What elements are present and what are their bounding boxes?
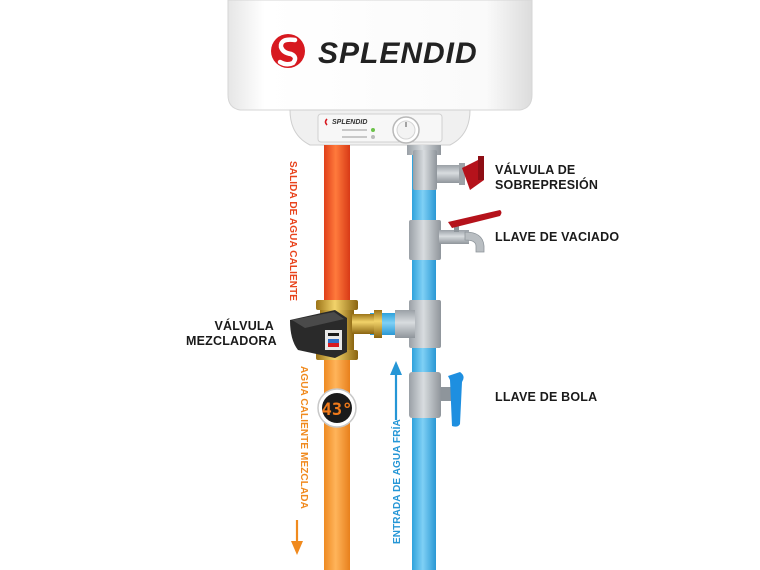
ball-valve-handle-icon <box>448 372 464 427</box>
overpressure-valve-label-line2: SOBREPRESIÓN <box>495 178 599 192</box>
brand-logo: SPLENDID <box>271 34 478 70</box>
water-heater-tank <box>227 0 533 146</box>
cold-water-pipe <box>370 145 436 570</box>
hot-water-pipe <box>324 145 350 315</box>
drain-valve <box>439 210 502 253</box>
indicator-light-icon <box>371 128 375 132</box>
ball-valve <box>441 372 464 427</box>
thermometer: 43° <box>317 388 357 428</box>
mixing-valve-label-line2: MEZCLADORA <box>186 334 277 348</box>
cold-line-fittings <box>395 145 441 418</box>
panel-brand: SPLENDID <box>332 119 367 126</box>
mixed-water-pipe <box>324 352 350 570</box>
hot-water-outlet-label: SALIDA DE AGUA CALIENTE <box>287 161 298 302</box>
drain-valve-label: LLAVE DE VACIADO <box>495 230 619 245</box>
drain-valve-handle-icon <box>448 210 502 228</box>
mixing-valve-label: VÁLVULA MEZCLADORA <box>186 319 277 349</box>
overpressure-valve <box>437 156 484 190</box>
mixed-outflow-arrow <box>291 520 303 555</box>
indicator-light-icon <box>371 135 375 139</box>
thermometer-reading: 43° <box>322 400 353 420</box>
overpressure-valve-label-line1: VÁLVULA DE <box>495 163 576 177</box>
ball-valve-label: LLAVE DE BOLA <box>495 390 597 405</box>
control-panel-details: SPLENDID <box>324 116 420 144</box>
mixed-hot-water-label: AGUA CALIENTE MEZCLADA <box>298 366 309 509</box>
brand-name: SPLENDID <box>318 37 478 70</box>
drain-valve-label-text: LLAVE DE VACIADO <box>495 230 620 244</box>
mixing-valve <box>290 300 382 360</box>
mixing-valve-label-line1: VÁLVULA <box>214 319 274 333</box>
overpressure-valve-label: VÁLVULA DE SOBREPRESIÓN <box>495 163 598 193</box>
cold-water-inlet-label: ENTRADA DE AGUA FRÍA <box>392 419 403 544</box>
cold-inflow-arrow <box>390 361 402 420</box>
ball-valve-label-text: LLAVE DE BOLA <box>495 390 598 404</box>
